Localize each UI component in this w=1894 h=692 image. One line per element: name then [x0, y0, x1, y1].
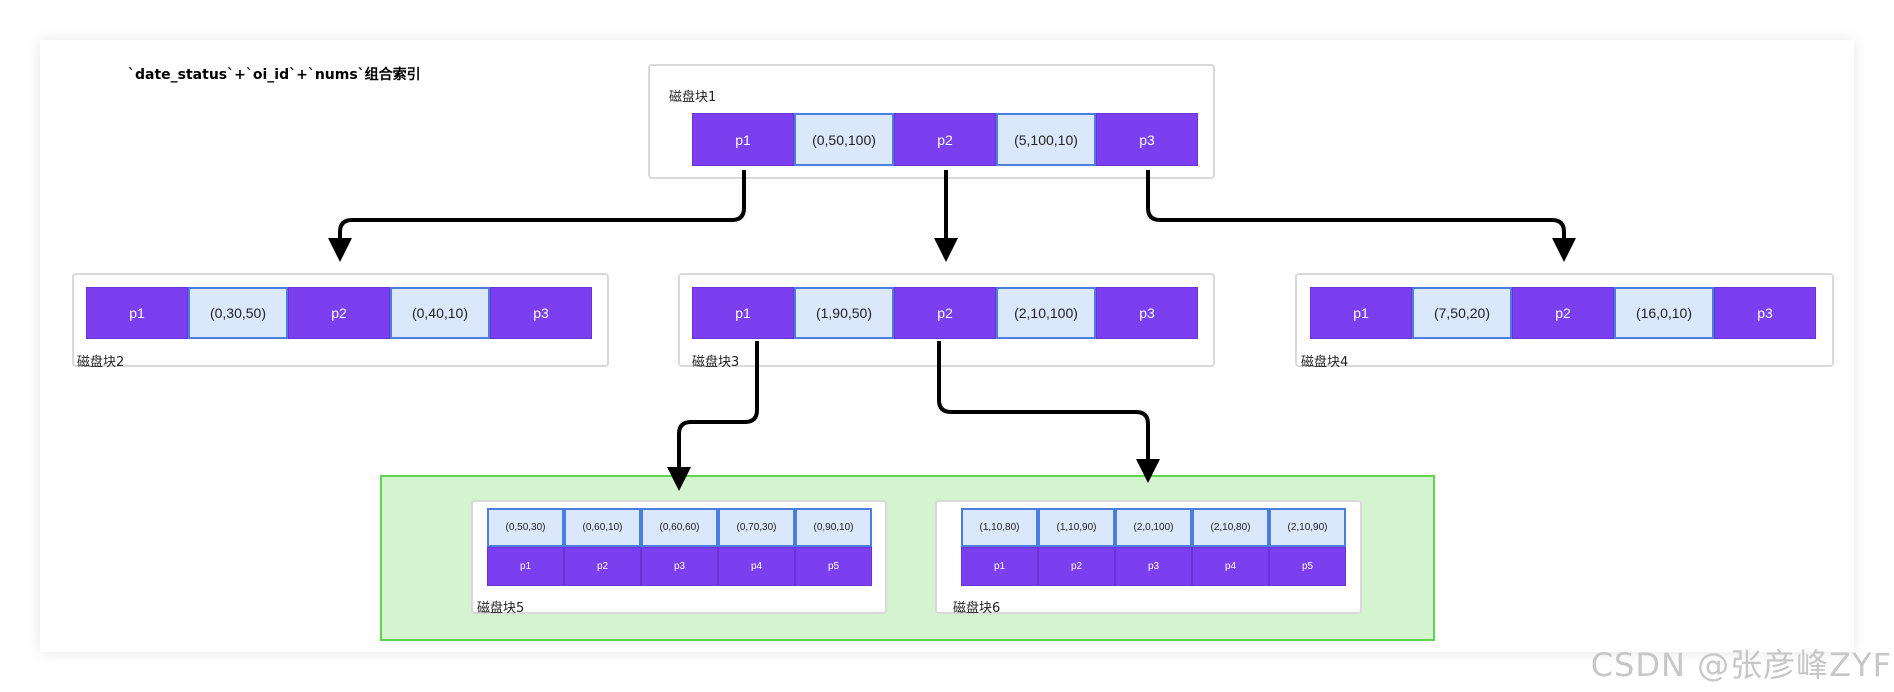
arrow-b3-to-b5 — [667, 341, 759, 491]
b1-cell-3: (5,100,10) — [996, 113, 1096, 166]
b3-cell-4: p3 — [1096, 287, 1198, 339]
disk-block-5-keys: (0,50,30) (0,60,10) (0,60,60) (0,70,30) … — [487, 508, 872, 547]
b1-cell-4: p3 — [1096, 113, 1198, 166]
b3-cell-3: (2,10,100) — [996, 287, 1096, 339]
b6-key-1: (1,10,90) — [1038, 508, 1115, 547]
b6-key-0: (1,10,80) — [961, 508, 1038, 547]
b3-cell-2: p2 — [894, 287, 996, 339]
disk-block-2-row: p1 (0,30,50) p2 (0,40,10) p3 — [86, 287, 592, 339]
arrow-b3-to-b6 — [937, 341, 1160, 483]
b4-cell-0: p1 — [1310, 287, 1412, 339]
b6-key-4: (2,10,90) — [1269, 508, 1346, 547]
disk-block-1-label: 磁盘块1 — [669, 90, 717, 105]
b5-key-0: (0,50,30) — [487, 508, 564, 547]
disk-block-5-ptrs: p1 p2 p3 p4 p5 — [487, 547, 872, 586]
arrow-b1-to-b2 — [328, 170, 746, 262]
b4-cell-3: (16,0,10) — [1614, 287, 1714, 339]
disk-block-4-label: 磁盘块4 — [1301, 355, 1349, 370]
b6-ptr-0: p1 — [961, 547, 1038, 586]
watermark: CSDN @张彦峰ZYF — [1590, 646, 1892, 684]
b5-ptr-4: p5 — [795, 547, 872, 586]
b2-cell-0: p1 — [86, 287, 188, 339]
b2-cell-3: (0,40,10) — [390, 287, 490, 339]
b6-ptr-3: p4 — [1192, 547, 1269, 586]
b5-key-4: (0,90,10) — [795, 508, 872, 547]
b5-ptr-0: p1 — [487, 547, 564, 586]
disk-block-3-label: 磁盘块3 — [692, 355, 740, 370]
b6-ptr-2: p3 — [1115, 547, 1192, 586]
b4-cell-1: (7,50,20) — [1412, 287, 1512, 339]
b2-cell-4: p3 — [490, 287, 592, 339]
diagram-title: `date_status`+`oi_id`+`nums`组合索引 — [128, 67, 421, 83]
b5-ptr-3: p4 — [718, 547, 795, 586]
b6-key-2: (2,0,100) — [1115, 508, 1192, 547]
b5-key-1: (0,60,10) — [564, 508, 641, 547]
b5-key-2: (0,60,60) — [641, 508, 718, 547]
b5-key-3: (0,70,30) — [718, 508, 795, 547]
disk-block-6-ptrs: p1 p2 p3 p4 p5 — [961, 547, 1346, 586]
b4-cell-4: p3 — [1714, 287, 1816, 339]
disk-block-4-row: p1 (7,50,20) p2 (16,0,10) p3 — [1310, 287, 1816, 339]
b3-cell-0: p1 — [692, 287, 794, 339]
arrow-b1-to-b4 — [1146, 170, 1576, 262]
b2-cell-2: p2 — [288, 287, 390, 339]
b1-cell-2: p2 — [894, 113, 996, 166]
b2-cell-1: (0,30,50) — [188, 287, 288, 339]
b6-key-3: (2,10,80) — [1192, 508, 1269, 547]
disk-block-6-label: 磁盘块6 — [953, 601, 1001, 616]
b6-ptr-4: p5 — [1269, 547, 1346, 586]
b6-ptr-1: p2 — [1038, 547, 1115, 586]
b5-ptr-1: p2 — [564, 547, 641, 586]
disk-block-5-label: 磁盘块5 — [477, 601, 525, 616]
b3-cell-1: (1,90,50) — [794, 287, 894, 339]
disk-block-3-row: p1 (1,90,50) p2 (2,10,100) p3 — [692, 287, 1198, 339]
b4-cell-2: p2 — [1512, 287, 1614, 339]
disk-block-1-row: p1 (0,50,100) p2 (5,100,10) p3 — [692, 113, 1198, 166]
disk-block-6-keys: (1,10,80) (1,10,90) (2,0,100) (2,10,80) … — [961, 508, 1346, 547]
b1-cell-1: (0,50,100) — [794, 113, 894, 166]
b1-cell-0: p1 — [692, 113, 794, 166]
disk-block-2-label: 磁盘块2 — [77, 355, 125, 370]
b5-ptr-2: p3 — [641, 547, 718, 586]
